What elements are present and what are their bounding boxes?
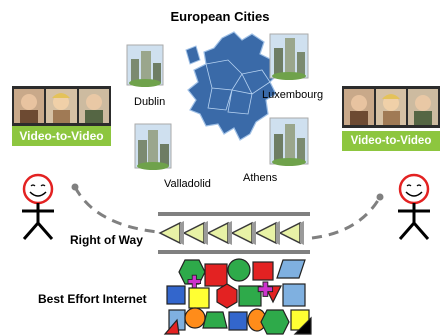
city-label-dublin: Dublin (134, 96, 166, 108)
city-label-valladolid: Valladolid (164, 178, 211, 190)
city-label-athens: Athens (243, 172, 278, 184)
video-strip-right (342, 86, 440, 128)
city-photo-valladolid (133, 118, 173, 178)
video-to-video-label-left: Video-to-Video (12, 126, 111, 146)
best-effort-internet-label: Best Effort Internet (38, 292, 147, 306)
city-label-luxembourg: Luxembourg (262, 89, 324, 101)
europe-map (185, 31, 279, 141)
video-strip-left (12, 86, 111, 126)
right-of-way-label: Right of Way (70, 233, 143, 247)
city-photo-luxembourg (268, 28, 310, 88)
diagram-title: European Cities (170, 9, 270, 24)
city-photo-dublin (125, 37, 165, 94)
city-photo-athens (268, 112, 310, 175)
person-left-icon (22, 173, 54, 240)
person-right-icon (398, 173, 430, 240)
right-of-way-channel (158, 212, 310, 254)
best-effort-packets (163, 258, 312, 335)
video-to-video-label-right: Video-to-Video (342, 131, 440, 151)
